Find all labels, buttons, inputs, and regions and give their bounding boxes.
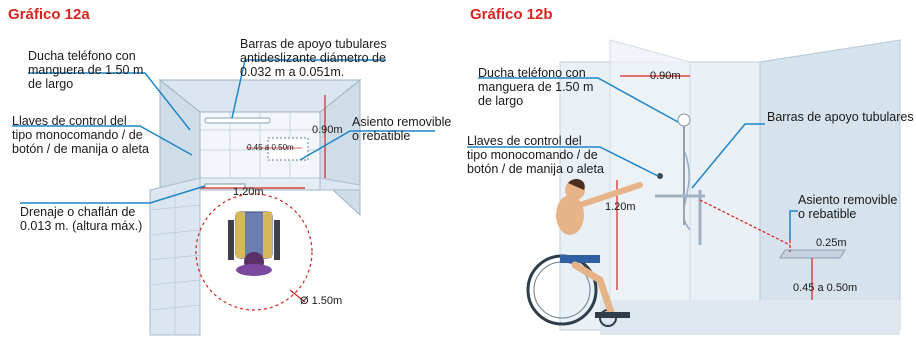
- label-12b-bars: Barras de apoyo tubulares: [767, 110, 914, 124]
- label-12a-shower: Ducha teléfono con manguera de 1.50 m de…: [28, 49, 143, 91]
- label-12a-drain-text: Drenaje o chaflán de 0.013 m. (altura má…: [20, 205, 143, 233]
- label-12a-bars-text: Barras de apoyo tubulares antideslizante…: [240, 37, 387, 79]
- label-12b-seat: Asiento removible o rebatible: [798, 193, 897, 221]
- dim-12b-height: 1.20m: [605, 201, 636, 213]
- wheelchair-top-view: [228, 211, 280, 276]
- dim-12b-seat-height: 0.45 a 0.50m: [793, 282, 858, 294]
- label-12b-shower-text: Ducha teléfono con manguera de 1.50 m de…: [478, 66, 594, 108]
- dim-12a-turn: Ø 1.50m: [300, 295, 343, 307]
- label-12a-controls-text: Llaves de control del tipo monocomando /…: [12, 114, 149, 156]
- label-12b-seat-text: Asiento removible o rebatible: [798, 193, 898, 221]
- turning-circle: [195, 193, 313, 311]
- label-12a-controls: Llaves de control del tipo monocomando /…: [12, 114, 149, 156]
- dim-12a-width: 1.20m: [233, 186, 264, 198]
- label-12a-shower-text: Ducha teléfono con manguera de 1.50 m de…: [28, 49, 144, 91]
- figure-12a-title: Gráfico 12a: [8, 6, 90, 23]
- label-12a-bars: Barras de apoyo tubulares antideslizante…: [240, 37, 387, 79]
- label-12b-bars-text: Barras de apoyo tubulares: [767, 110, 914, 124]
- label-12b-controls-text: Llaves de control del tipo monocomando /…: [467, 134, 604, 176]
- label-12b-controls: Llaves de control del tipo monocomando /…: [467, 134, 604, 176]
- label-12a-seat: Asiento removible o rebatible: [352, 115, 451, 143]
- figure-12b-title: Gráfico 12b: [470, 6, 553, 23]
- label-12a-seat-text: Asiento removible o rebatible: [352, 115, 452, 143]
- wheelchair-user-side: [526, 179, 643, 327]
- dim-12b-top: 0.90m: [650, 70, 681, 82]
- dim-12a-seat-size: 0.45 a 0.50m: [247, 143, 294, 152]
- shower-enclosure-12a: [149, 78, 362, 336]
- dim-12a-height: 0.90m: [312, 124, 343, 136]
- dim-12b-seat-depth: 0.25m: [816, 237, 847, 249]
- label-12a-drain: Drenaje o chaflán de 0.013 m. (altura má…: [20, 205, 142, 233]
- shower-room-12b: [559, 39, 901, 335]
- label-12b-shower: Ducha teléfono con manguera de 1.50 m de…: [478, 66, 593, 108]
